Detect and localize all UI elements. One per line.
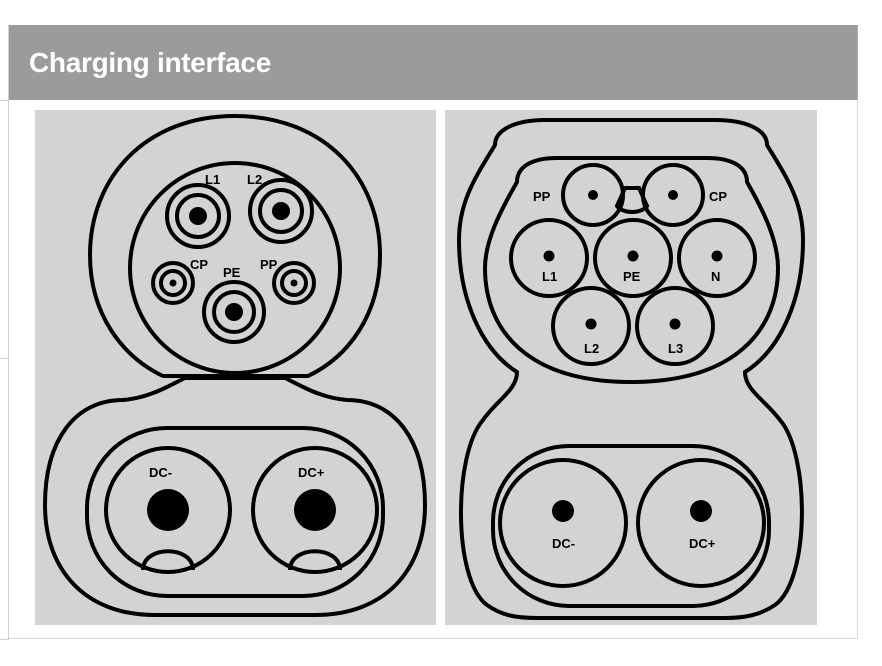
alt-cp-contact: [668, 190, 678, 200]
ccs2-cp-contact: [169, 279, 177, 287]
ccs2-label-l2: L2: [247, 172, 262, 187]
table-row-divider-middle: [0, 358, 8, 359]
ccs2-dc-outline-outer: [42, 376, 428, 617]
ccs2-connector-diagram: L1 L2 CP PE PP DC- DC+: [35, 110, 436, 625]
table-left-border: [8, 25, 9, 640]
ccs2-pp-pin-outer: [272, 261, 316, 305]
table-row-divider-top: [0, 100, 8, 101]
ccs2-label-dc-plus: DC+: [298, 465, 325, 480]
alt-l1-contact: [543, 250, 555, 262]
ccs2-label-dc-minus: DC-: [149, 465, 172, 480]
ccs2-dc-plus-socket: [251, 446, 379, 574]
alt-label-cp: CP: [709, 189, 727, 204]
ccs2-label-l1: L1: [205, 172, 220, 187]
ccs-alt-connector-diagram: PP CP L1 PE N L2 L3 DC- DC+: [445, 110, 817, 625]
alt-label-n: N: [711, 269, 720, 284]
alt-outer-outline: [456, 118, 806, 620]
alt-label-l1: L1: [542, 269, 557, 284]
ccs2-cp-pin-outer: [151, 261, 195, 305]
ccs2-dc-outline-inner: [85, 426, 385, 598]
top-spacing: [0, 0, 882, 25]
alt-l3-contact: [669, 318, 681, 330]
ccs-alt-connector-drawing: PP CP L1 PE N L2 L3 DC- DC+: [456, 118, 806, 620]
alt-label-pp: PP: [533, 189, 551, 204]
ccs2-l2-pin-outer: [248, 178, 314, 244]
alt-label-l3: L3: [668, 341, 683, 356]
ccs2-pe-contact: [225, 303, 243, 321]
alt-label-l2: L2: [584, 341, 599, 356]
ccs2-ac-inner-ring: [128, 161, 342, 375]
alt-label-pe: PE: [623, 269, 641, 284]
alt-dc-outline: [491, 444, 771, 608]
ccs2-l2-contact: [272, 202, 290, 220]
ccs2-cp-pin-inner: [159, 269, 187, 297]
ccs2-dc-minus-notch: [141, 549, 195, 571]
alt-dc-minus-contact: [552, 500, 574, 522]
alt-label-dc-plus: DC+: [689, 536, 716, 551]
ccs2-pe-pin-inner: [212, 290, 256, 334]
ccs2-dc-minus-socket: [104, 446, 232, 574]
alt-dc-minus-socket: [498, 458, 628, 588]
header-title: Charging interface: [29, 47, 271, 78]
ccs2-l1-pin-outer: [165, 183, 231, 249]
ccs2-l1-pin-inner: [175, 193, 221, 239]
ccs2-dc-minus-contact: [147, 489, 189, 531]
ccs2-pp-contact: [290, 279, 298, 287]
table-cell: L1 L2 CP PE PP DC- DC+: [9, 100, 858, 639]
ccs2-dc-plus-notch: [288, 549, 342, 571]
alt-l2-pin: [551, 286, 631, 366]
table-header: Charging interface: [9, 25, 858, 100]
alt-pp-contact: [588, 190, 598, 200]
alt-pe-contact: [627, 250, 639, 262]
alt-l1-pin: [509, 218, 589, 298]
ccs2-l2-pin-inner: [258, 188, 304, 234]
alt-label-dc-minus: DC-: [552, 536, 575, 551]
alt-l3-pin: [635, 286, 715, 366]
ccs2-pe-pin-outer: [202, 280, 266, 344]
alt-n-pin: [677, 218, 757, 298]
alt-n-contact: [711, 250, 723, 262]
ccs2-connector-drawing: L1 L2 CP PE PP DC- DC+: [42, 113, 428, 617]
table-row-divider-bottom: [0, 639, 8, 640]
alt-dc-plus-socket: [636, 458, 766, 588]
ccs2-label-pe: PE: [223, 265, 241, 280]
ccs2-dc-plus-contact: [294, 489, 336, 531]
ccs2-l1-contact: [189, 207, 207, 225]
alt-key-notch: [614, 186, 650, 214]
alt-l2-contact: [585, 318, 597, 330]
ccs2-pp-pin-inner: [280, 269, 308, 297]
alt-ac-head-inner: [482, 156, 781, 385]
ccs2-label-pp: PP: [260, 257, 278, 272]
alt-dc-plus-contact: [690, 500, 712, 522]
ccs2-label-cp: CP: [190, 257, 208, 272]
alt-pe-pin: [593, 218, 673, 298]
